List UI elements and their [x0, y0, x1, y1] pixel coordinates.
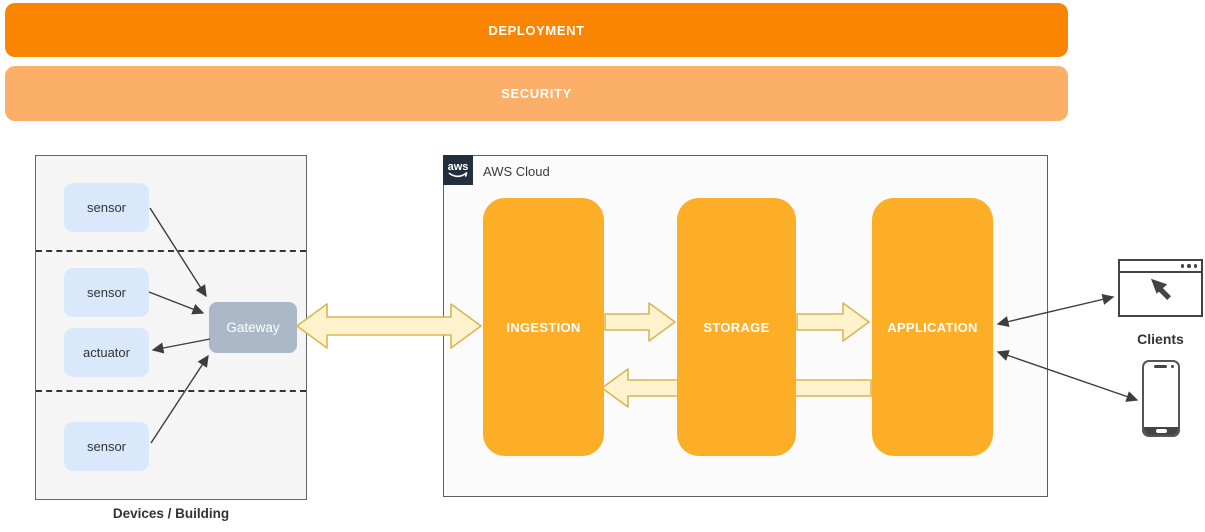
clients-label: Clients — [1137, 331, 1184, 347]
smartphone-icon[interactable] — [1142, 360, 1180, 437]
aws-logo-text: aws — [448, 161, 469, 173]
aws-logo-icon: aws — [443, 155, 473, 185]
titlebar-dot — [1187, 264, 1191, 268]
phone-home-button — [1155, 429, 1167, 433]
devices-building-group[interactable]: sensor sensor actuator sensor Gateway — [35, 155, 307, 500]
sensor-node-2[interactable]: sensor — [64, 268, 149, 317]
titlebar-dot — [1180, 264, 1184, 268]
phone-camera — [1171, 365, 1174, 368]
storage-stage[interactable]: STORAGE — [677, 198, 796, 456]
aws-cloud-label: AWS Cloud — [483, 164, 550, 179]
aws-cloud-group[interactable]: aws AWS Cloud INGESTION STORAGE APPLICAT… — [443, 155, 1048, 497]
ingestion-stage[interactable]: INGESTION — [483, 198, 604, 456]
zone-separator-1 — [36, 250, 306, 252]
phone-speaker — [1154, 365, 1167, 368]
application-stage[interactable]: APPLICATION — [872, 198, 993, 456]
zone-separator-2 — [36, 390, 306, 392]
browser-window-icon[interactable] — [1118, 259, 1203, 317]
devices-group-title: Devices / Building — [112, 506, 230, 521]
sensor-node-1[interactable]: sensor — [64, 183, 149, 232]
deployment-banner[interactable]: DEPLOYMENT — [5, 3, 1068, 57]
sensor-node-3[interactable]: sensor — [64, 422, 149, 471]
phone-bottom-bar — [1144, 427, 1178, 435]
gateway-node[interactable]: Gateway — [209, 302, 297, 353]
cursor-arrow-icon — [1151, 278, 1171, 300]
browser-titlebar — [1120, 261, 1201, 273]
actuator-node[interactable]: actuator — [64, 328, 149, 377]
security-banner[interactable]: SECURITY — [5, 66, 1068, 121]
titlebar-dot — [1193, 264, 1197, 268]
